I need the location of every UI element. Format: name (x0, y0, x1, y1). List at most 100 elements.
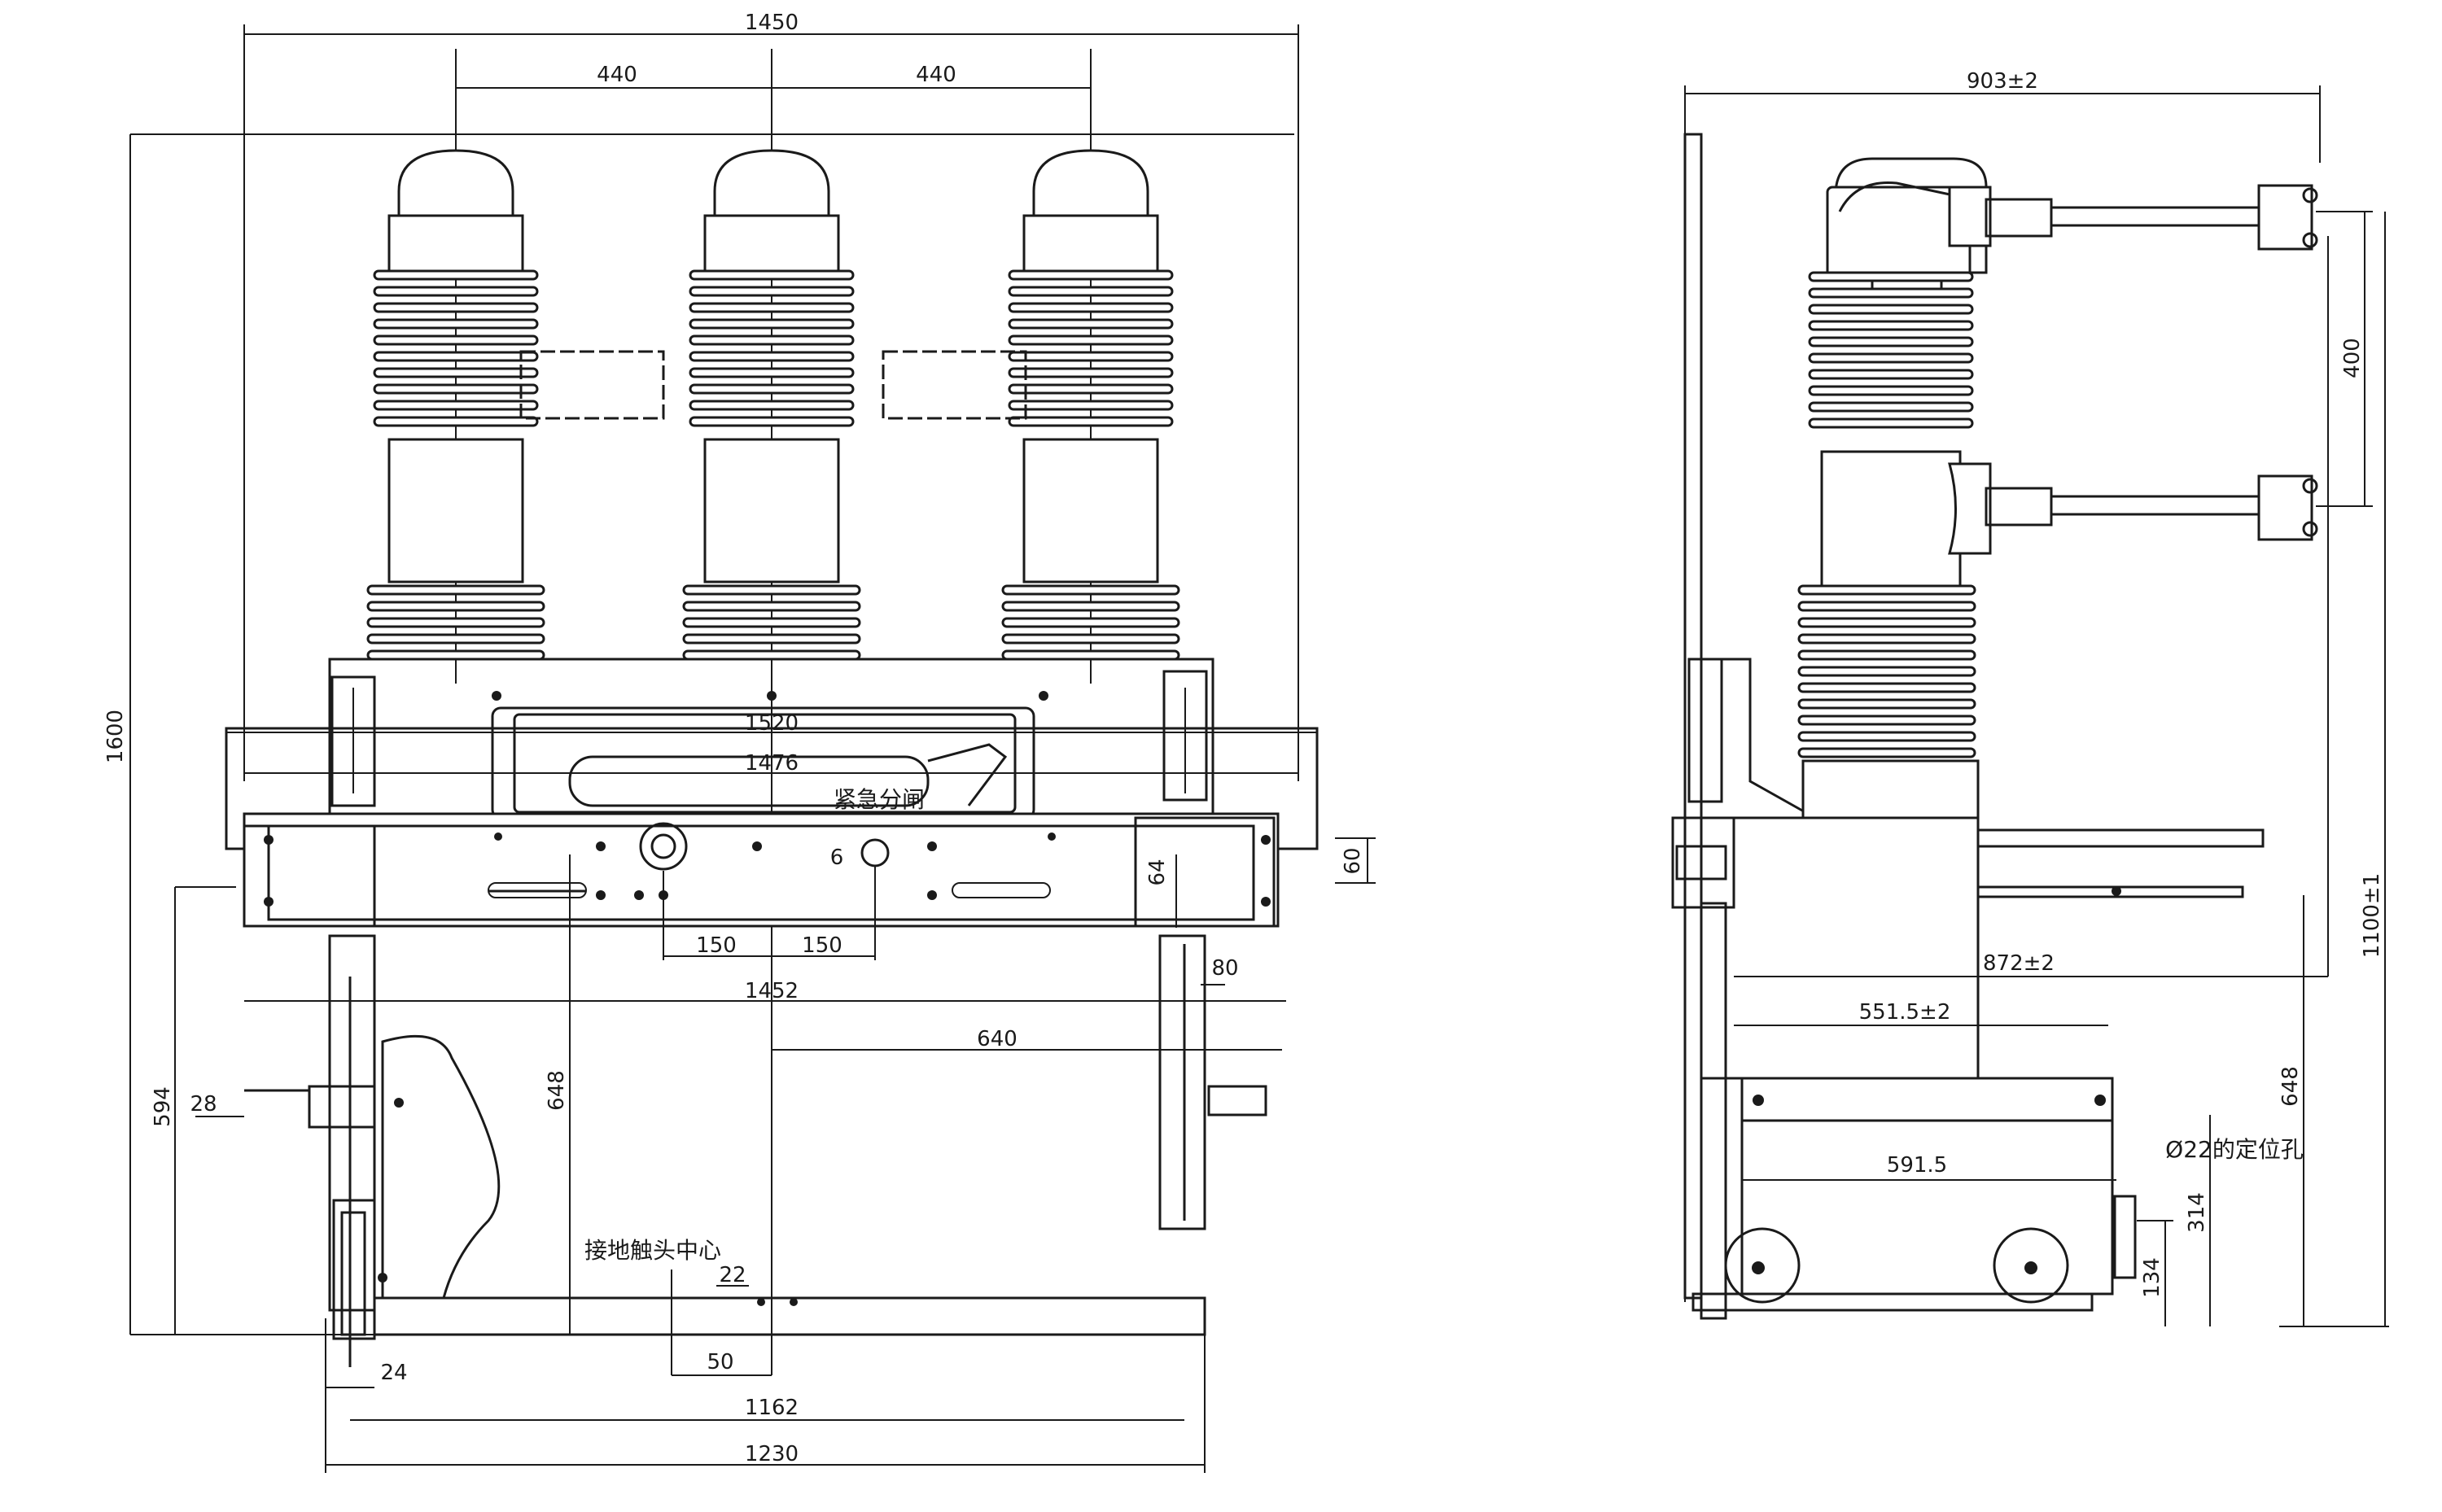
label-earthing-contact-center: 接地触头中心 (584, 1237, 721, 1264)
insulator-shed (1008, 367, 1174, 378)
insulator-shed (689, 416, 855, 427)
dim-64: 64 (1145, 859, 1170, 885)
dim-591: 591.5 (1887, 1153, 1947, 1178)
insulator-shed (689, 383, 855, 395)
insulator-shed (373, 351, 539, 362)
dim-1450: 1450 (745, 11, 799, 35)
dim-24: 24 (380, 1361, 407, 1385)
dim-60: 60 (1341, 847, 1365, 874)
insulator-shed (1808, 271, 1974, 282)
insulator-shed (1808, 336, 1974, 347)
insulator-shed (682, 584, 861, 596)
insulator-shed (1797, 698, 1976, 710)
dim-1476: 1476 (745, 751, 799, 776)
dim-134: 134 (2140, 1257, 2164, 1298)
insulator-shed (682, 633, 861, 645)
dim-150-left: 150 (696, 933, 737, 958)
side-view: 903±2 400 872±2 551.5±2 591.5 Ø22的定位孔 11… (1671, 69, 2389, 1327)
insulator-shed (1001, 601, 1180, 612)
dim-22: 22 (719, 1263, 746, 1287)
dim-872: 872±2 (1983, 951, 2055, 976)
dim-80: 80 (1211, 956, 1238, 981)
dim-1452: 1452 (745, 979, 799, 1003)
insulator-shed (373, 416, 539, 427)
insulator-shed (1808, 304, 1974, 315)
dim-6: 6 (830, 846, 844, 870)
insulator-shed (1808, 369, 1974, 380)
insulator-shed (1797, 649, 1976, 661)
insulator-shed (366, 633, 545, 645)
insulator-shed (689, 302, 855, 313)
front-view: 1450 440 440 1600 1520 1476 紧急分闸 6 64 60… (103, 11, 1376, 1473)
insulator-shed (1808, 417, 1974, 429)
insulator-shed (1808, 287, 1974, 299)
dim-1100: 1100±1 (2360, 873, 2384, 959)
insulator-shed (373, 367, 539, 378)
insulator-shed (1008, 269, 1174, 281)
insulator-shed (373, 383, 539, 395)
insulator-shed (1797, 682, 1976, 693)
insulator-shed (1797, 617, 1976, 628)
insulator-shed (1008, 351, 1174, 362)
dim-1162: 1162 (745, 1396, 799, 1420)
insulator-shed (689, 269, 855, 281)
insulator-shed (1008, 416, 1174, 427)
dim-400: 400 (2340, 338, 2365, 378)
insulator-shed (1008, 383, 1174, 395)
insulator-shed (366, 601, 545, 612)
insulator-shed (682, 617, 861, 628)
dim-50: 50 (707, 1350, 733, 1374)
insulator-shed (682, 601, 861, 612)
dim-640: 640 (977, 1027, 1017, 1051)
insulator-shed (1808, 352, 1974, 364)
insulator-shed (1797, 666, 1976, 677)
dim-440-right: 440 (916, 63, 956, 87)
insulator-shed (1001, 633, 1180, 645)
insulator-shed (373, 302, 539, 313)
dim-903: 903±2 (1967, 69, 2038, 94)
insulator-shed (689, 351, 855, 362)
dim-28: 28 (190, 1092, 217, 1117)
insulator-shed (1808, 320, 1974, 331)
dim-1230: 1230 (745, 1442, 799, 1466)
insulator-shed (1797, 633, 1976, 645)
insulator-shed (373, 400, 539, 411)
dim-594: 594 (151, 1086, 175, 1127)
insulator-shed (373, 269, 539, 281)
insulator-shed (373, 286, 539, 297)
insulator-shed (1008, 286, 1174, 297)
insulator-shed (1797, 731, 1976, 742)
insulator-shed (689, 318, 855, 330)
dim-551: 551.5±2 (1859, 1000, 1951, 1025)
dim-1600: 1600 (103, 710, 128, 763)
insulator-shed (366, 584, 545, 596)
dim-648-front: 648 (545, 1070, 569, 1111)
insulator-shed (373, 334, 539, 346)
dim-648-side: 648 (2278, 1066, 2303, 1107)
insulator-shed (1797, 601, 1976, 612)
dim-440-left: 440 (597, 63, 637, 87)
insulator-shed (689, 334, 855, 346)
insulator-shed (1797, 714, 1976, 726)
pole-3-insulator (1022, 149, 1159, 583)
insulator-shed (689, 286, 855, 297)
dim-150-right: 150 (802, 933, 842, 958)
insulator-shed (1001, 584, 1180, 596)
insulator-shed (1808, 385, 1974, 396)
insulator-shed (1008, 318, 1174, 330)
insulator-shed (1797, 747, 1976, 758)
insulator-shed (1808, 401, 1974, 413)
insulator-shed (1008, 400, 1174, 411)
insulator-shed (366, 617, 545, 628)
insulator-shed (1797, 584, 1976, 596)
insulator-shed (689, 367, 855, 378)
insulator-shed (1008, 302, 1174, 313)
dim-314: 314 (2185, 1192, 2209, 1233)
insulator-shed (373, 318, 539, 330)
insulator-shed (689, 400, 855, 411)
insulator-shed (1008, 334, 1174, 346)
label-locating-hole: Ø22的定位孔 (2165, 1136, 2304, 1163)
dim-1520: 1520 (745, 711, 799, 736)
label-emergency-trip: 紧急分闸 (834, 786, 925, 813)
